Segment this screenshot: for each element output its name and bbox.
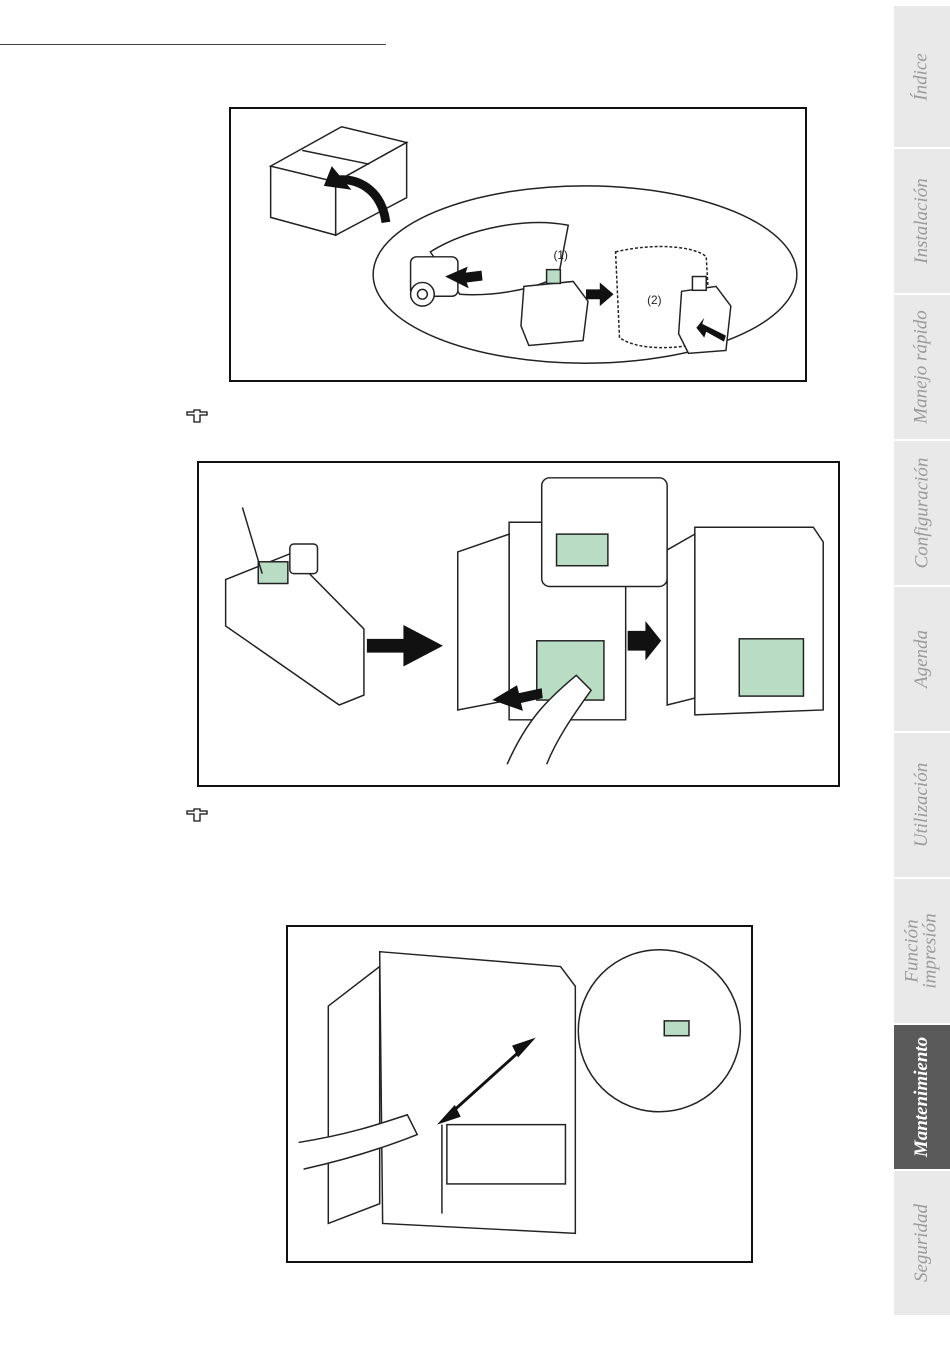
tab-label: Manejo rápido xyxy=(913,310,931,423)
tab-label: Función impresión xyxy=(904,913,940,988)
tab-label: Instalación xyxy=(913,178,931,264)
header-rule xyxy=(0,44,386,45)
tab-label: Índice xyxy=(913,53,931,100)
tab-manejo-rapido[interactable]: Manejo rápido xyxy=(894,295,950,441)
tab-indice[interactable]: Índice xyxy=(894,6,950,149)
note-hand-icon xyxy=(186,409,208,423)
figure-insert-waste-toner-box xyxy=(197,461,840,787)
tab-label: Mantenimiento xyxy=(913,1037,931,1157)
tab-seguridad[interactable]: Seguridad xyxy=(894,1171,950,1317)
step-label-2: (2) xyxy=(647,293,662,307)
clean-illustration xyxy=(288,927,751,1261)
insert-illustration xyxy=(199,463,838,785)
figure-clean-charger xyxy=(286,925,753,1263)
tab-instalacion[interactable]: Instalación xyxy=(894,149,950,295)
tab-utilizacion[interactable]: Utilización xyxy=(894,733,950,879)
tab-label: Seguridad xyxy=(913,1204,931,1282)
tab-label: Utilización xyxy=(913,763,931,847)
tab-label: Configuración xyxy=(913,458,931,569)
tab-funcion-impresion[interactable]: Función impresión xyxy=(894,879,950,1025)
tab-label: Agenda xyxy=(913,630,931,688)
section-sidebar: Índice Instalación Manejo rápido Configu… xyxy=(894,0,950,1346)
figure-unpack-waste-toner-box: (1) (2) xyxy=(229,107,807,382)
unpack-illustration: (1) (2) xyxy=(231,109,805,380)
tab-mantenimiento[interactable]: Mantenimiento xyxy=(894,1025,950,1171)
tab-agenda[interactable]: Agenda xyxy=(894,587,950,733)
tab-configuracion[interactable]: Configuración xyxy=(894,441,950,587)
step-label-1: (1) xyxy=(553,248,568,262)
note-hand-icon xyxy=(186,808,208,822)
